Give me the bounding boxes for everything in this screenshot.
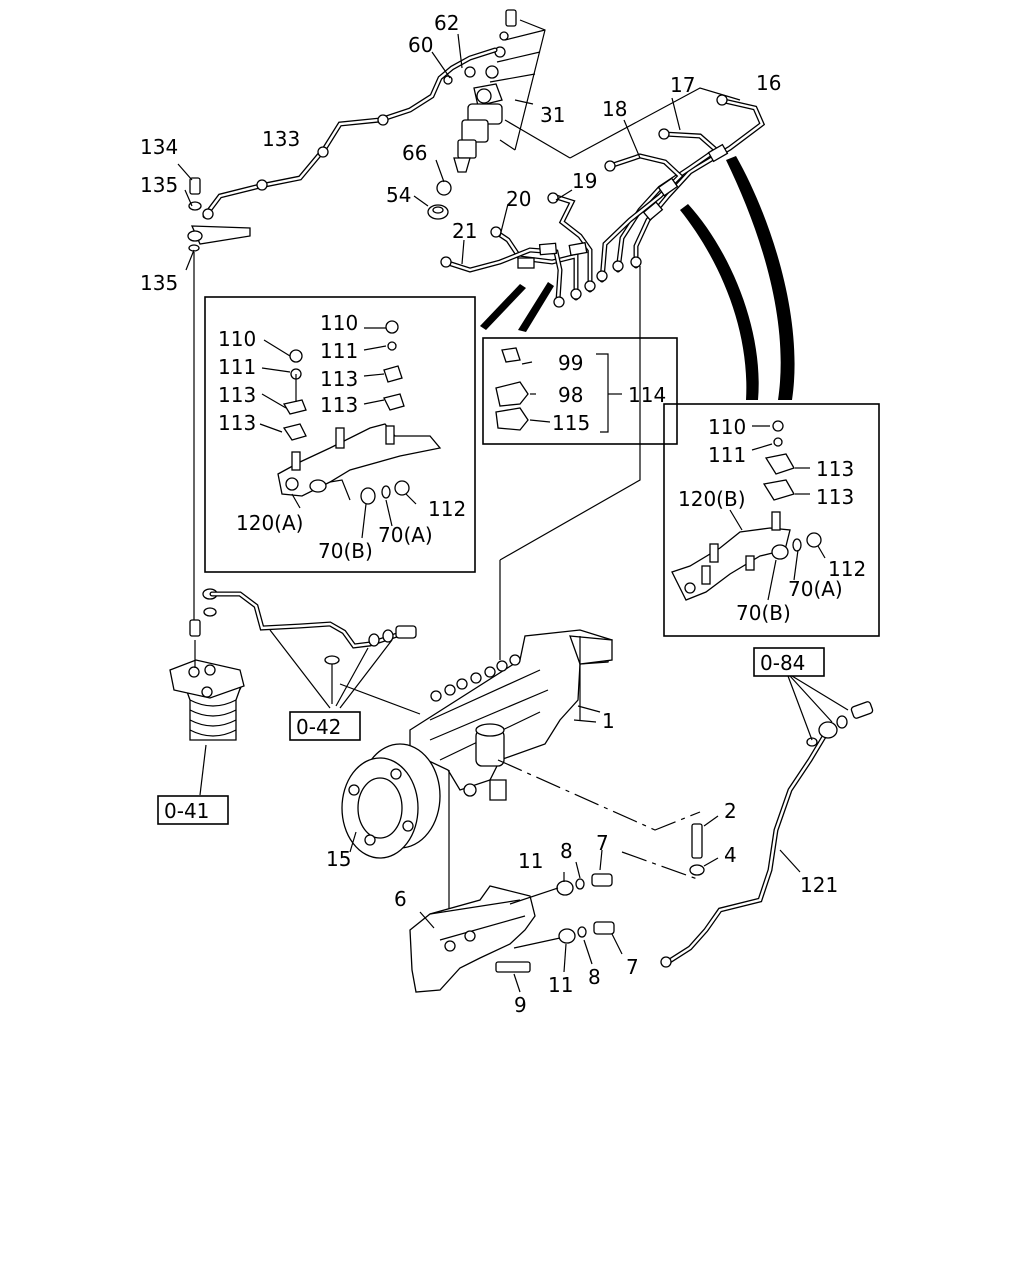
callout-15: 15 — [326, 847, 351, 871]
injection-pump — [409, 629, 613, 801]
callout-70a-a: 70(A) — [378, 523, 433, 547]
clamp-a-parts — [259, 320, 442, 539]
callout-113-c2: 113 — [816, 485, 854, 509]
clamp-b-parts — [671, 420, 826, 601]
callout-110-c: 110 — [708, 415, 746, 439]
callout-114: 114 — [628, 383, 666, 407]
clamp-set-parts — [495, 347, 622, 433]
callout-9: 9 — [514, 993, 527, 1017]
pointer-to-box-b2 — [726, 156, 795, 400]
callout-60: 60 — [408, 33, 433, 57]
callout-17: 17 — [670, 73, 695, 97]
injection-pipes — [440, 94, 766, 308]
callout-135-upper: 135 — [140, 173, 178, 197]
callout-98: 98 — [558, 383, 583, 407]
callout-20: 20 — [506, 187, 531, 211]
callout-134: 134 — [140, 135, 178, 159]
leak-off-joint — [187, 177, 251, 252]
callout-120b: 120(B) — [678, 487, 746, 511]
callout-133: 133 — [262, 127, 300, 151]
callout-113-b2: 113 — [320, 393, 358, 417]
callout-115: 115 — [552, 411, 590, 435]
ref-box-0-41 — [157, 795, 229, 825]
pointer-to-box-set — [518, 282, 554, 332]
callout-113-c1: 113 — [816, 457, 854, 481]
callout-11-lower: 11 — [548, 973, 573, 997]
injector-nozzle — [427, 9, 517, 220]
callout-110-b: 110 — [320, 311, 358, 335]
callout-121: 121 — [800, 873, 838, 897]
callout-113-a1: 113 — [218, 383, 256, 407]
callout-8-lower: 8 — [588, 965, 601, 989]
callout-70b-b: 70(B) — [736, 601, 791, 625]
bolt-2 — [691, 823, 703, 859]
pump-bracket — [409, 873, 615, 993]
pointer-to-box-a — [480, 284, 526, 330]
callout-111-a: 111 — [218, 355, 256, 379]
ref-0-84: 0-84 — [760, 651, 805, 675]
callout-6: 6 — [394, 887, 407, 911]
callout-7-lower: 7 — [626, 955, 639, 979]
ref-box-0-84 — [753, 647, 825, 677]
callout-70b-a: 70(B) — [318, 539, 373, 563]
callout-11-upper: 11 — [518, 849, 543, 873]
detail-box-clamp-b — [663, 403, 880, 637]
callout-113-b1: 113 — [320, 367, 358, 391]
ref-box-0-42 — [289, 711, 361, 741]
callout-135-lower: 135 — [140, 271, 178, 295]
callout-1: 1 — [602, 709, 615, 733]
leak-off-pipe — [202, 47, 498, 219]
callout-99: 99 — [558, 351, 583, 375]
callout-7-upper: 7 — [596, 831, 609, 855]
washer-4 — [689, 864, 705, 876]
callout-112-a: 112 — [428, 497, 466, 521]
callout-112-b: 112 — [828, 557, 866, 581]
callout-111-b: 111 — [320, 339, 358, 363]
callout-70a-b: 70(A) — [788, 577, 843, 601]
callout-8-upper: 8 — [560, 839, 573, 863]
callout-111-c: 111 — [708, 443, 746, 467]
callout-16: 16 — [756, 71, 781, 95]
callout-113-a2: 113 — [218, 411, 256, 435]
callout-31: 31 — [540, 103, 565, 127]
ref-0-41: 0-41 — [164, 799, 209, 823]
callout-120a: 120(A) — [236, 511, 303, 535]
pointer-to-box-b1 — [680, 204, 759, 400]
fuel-filter — [169, 588, 245, 741]
callout-110-a: 110 — [218, 327, 256, 351]
callout-62: 62 — [434, 11, 459, 35]
detail-box-clamp-set — [482, 337, 678, 445]
callout-66: 66 — [402, 141, 427, 165]
callout-18: 18 — [602, 97, 627, 121]
callout-54: 54 — [386, 183, 411, 207]
callout-19: 19 — [572, 169, 597, 193]
detail-box-clamp-a — [204, 296, 476, 573]
drive-coupling — [341, 743, 441, 859]
callout-4: 4 — [724, 843, 737, 867]
callout-2: 2 — [724, 799, 737, 823]
ref-0-42: 0-42 — [296, 715, 341, 739]
callout-21: 21 — [452, 219, 477, 243]
